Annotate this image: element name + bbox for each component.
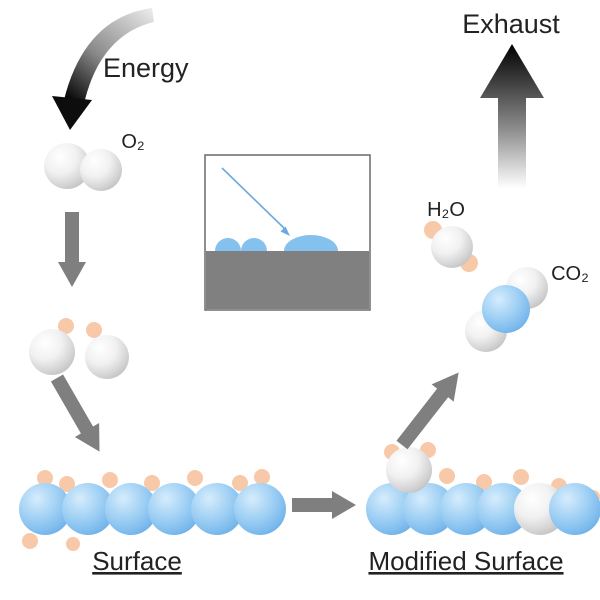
- adsorbate-dot: [102, 472, 118, 488]
- adsorbate-dot: [59, 476, 75, 492]
- energy-arrowhead-icon: [52, 96, 92, 130]
- exhaust-group: Exhaust: [462, 9, 560, 188]
- surface-sphere: [62, 483, 114, 535]
- activated-oxygen-group: [29, 318, 129, 379]
- adsorbate-dot: [187, 470, 203, 486]
- adsorbate-dot: [439, 468, 455, 484]
- h2o-molecule-group: H₂O: [424, 199, 478, 272]
- energy-arrow-tail: [64, 8, 154, 104]
- adsorbate-dot: [22, 533, 38, 549]
- arrow-surface-to-modified-icon: [292, 491, 356, 519]
- surface-sphere: [477, 483, 529, 535]
- exhaust-arrow-icon: [480, 44, 544, 188]
- o2-molecule-group: O₂: [44, 131, 145, 191]
- surface-sphere: [440, 483, 492, 535]
- inset-substrate: [206, 251, 369, 309]
- surface-sphere: [105, 483, 157, 535]
- surface-sphere: [403, 483, 455, 535]
- adsorbate-dot: [476, 474, 492, 490]
- adsorbate-dot: [86, 322, 102, 338]
- arrow-desorption-icon: [396, 372, 459, 450]
- oxygen-sphere: [80, 149, 122, 191]
- surface-label: Surface: [92, 546, 182, 576]
- surface-sphere: [19, 483, 71, 535]
- surface-group: Surface: [19, 469, 286, 576]
- co2-label: CO₂: [551, 263, 589, 285]
- h2o-label: H₂O: [427, 199, 465, 221]
- adsorbate-dot: [66, 537, 80, 551]
- co2-molecule-group: CO₂: [465, 263, 589, 352]
- surface-sphere: [148, 483, 200, 535]
- adsorbate-dot: [37, 470, 53, 486]
- inset-arrow-line: [221, 167, 287, 231]
- energy-label: Energy: [103, 53, 189, 83]
- oxygen-sphere: [431, 226, 473, 268]
- modified-surface-label: Modified Surface: [368, 546, 563, 576]
- o2-label: O₂: [121, 131, 144, 153]
- adsorbate-dot: [513, 469, 529, 485]
- arrow-dissociation-icon: [58, 212, 86, 287]
- surface-sphere: [191, 483, 243, 535]
- surface-sphere: [234, 483, 286, 535]
- adsorbed-sphere: [386, 447, 432, 493]
- inset-panel-group: [204, 154, 371, 311]
- arrow-to-surface-icon: [50, 374, 100, 452]
- energy-input-group: Energy: [52, 8, 189, 130]
- oxygen-sphere: [85, 335, 129, 379]
- carbon-sphere: [482, 285, 530, 333]
- surface-sphere: [366, 483, 418, 535]
- adsorbate-dot: [254, 469, 270, 485]
- inset-droplet: [215, 238, 241, 251]
- adsorbate-dot: [58, 318, 74, 334]
- modified-surface-group: Modified Surface: [366, 442, 600, 576]
- inset-arrowhead-icon: [280, 226, 290, 236]
- adsorbate-dot: [232, 475, 248, 491]
- oxygen-sphere: [44, 143, 90, 189]
- inset-droplet: [241, 238, 267, 251]
- surface-sphere: [549, 483, 600, 535]
- adsorbate-dot: [144, 475, 160, 491]
- inset-droplet: [284, 235, 338, 251]
- oxygen-sphere: [29, 329, 75, 375]
- exhaust-label: Exhaust: [462, 9, 560, 39]
